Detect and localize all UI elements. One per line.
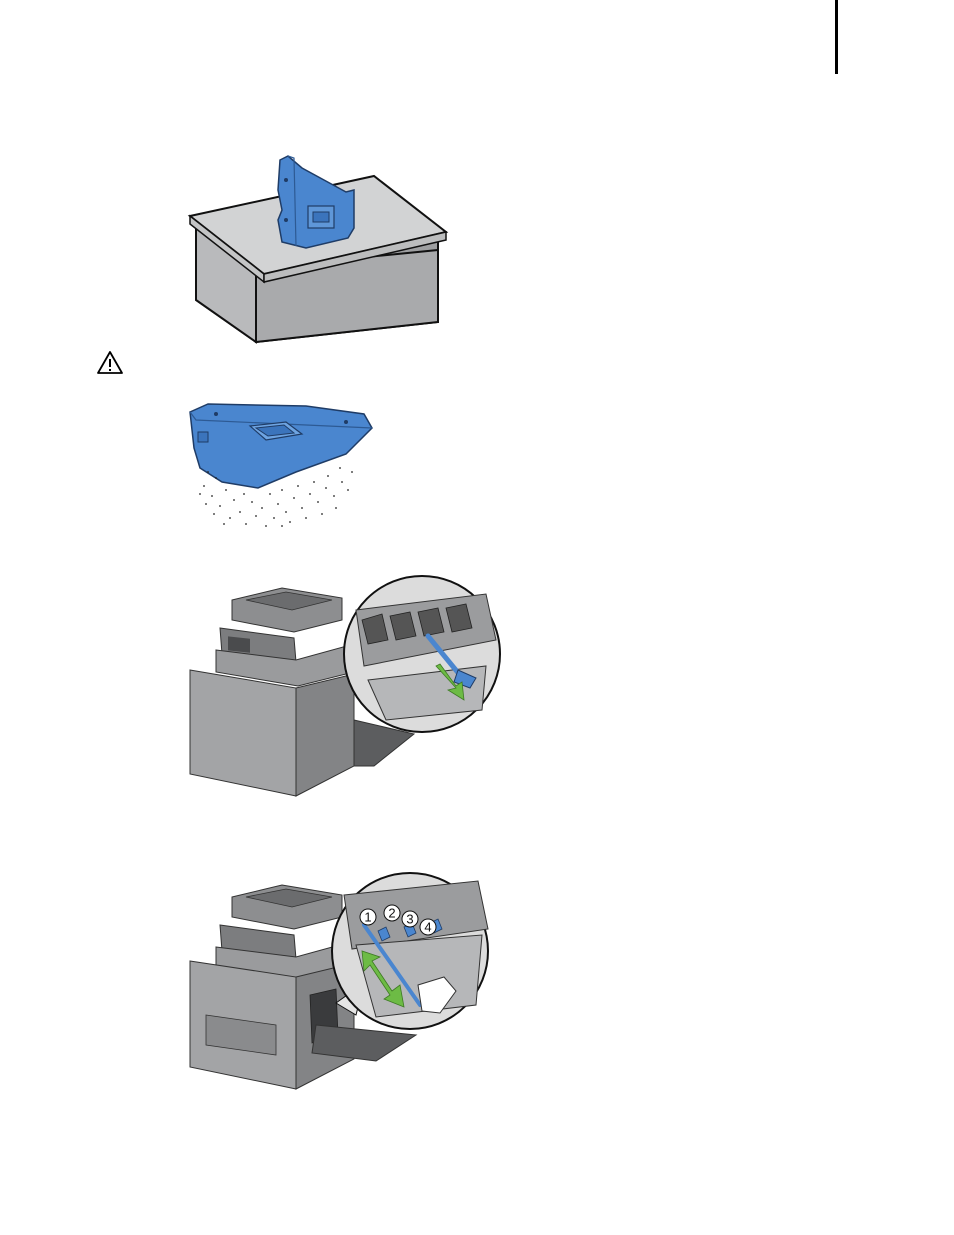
callout-1: 1: [360, 909, 376, 925]
svg-text:3: 3: [406, 912, 413, 927]
callout-2: 2: [384, 905, 400, 921]
printer-clean-led-heads-illustration: 1 2 3 4: [186, 865, 498, 1093]
warning-triangle-icon: [96, 350, 124, 375]
callout-3: 3: [402, 911, 418, 927]
waste-box-on-table-illustration: [186, 150, 450, 346]
page-edge-rule: [835, 0, 838, 74]
callout-4: 4: [420, 919, 436, 935]
svg-text:2: 2: [388, 906, 395, 921]
svg-text:4: 4: [424, 920, 431, 935]
magnified-detail-circle: 1 2 3 4: [332, 873, 488, 1029]
waste-toner-box-icon: [278, 156, 354, 248]
svg-text:1: 1: [364, 910, 371, 925]
printer-remove-cleaning-rod-illustration: [186, 570, 502, 798]
waste-toner-box-icon: [190, 404, 372, 488]
magnified-detail-circle: [344, 576, 500, 732]
waste-box-spilling-illustration: [186, 398, 382, 530]
